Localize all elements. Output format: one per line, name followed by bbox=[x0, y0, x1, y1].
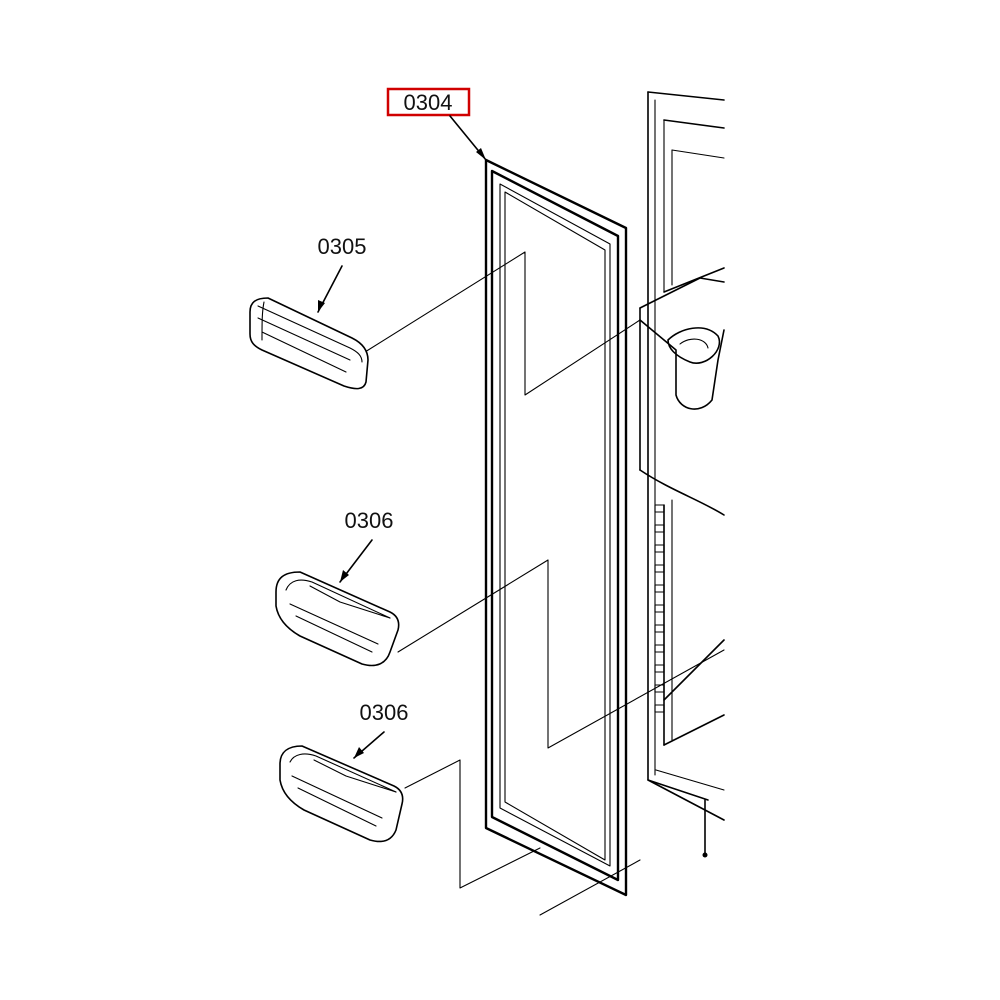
callout-0306-bottom: 0306 bbox=[353, 700, 409, 759]
refrigerator-cabinet bbox=[639, 91, 725, 858]
assembly-leader-lines bbox=[364, 251, 725, 916]
callout-0304: 0304 bbox=[386, 87, 487, 161]
shelf-studs bbox=[654, 504, 665, 713]
callout-0306-bottom-label: 0306 bbox=[360, 700, 409, 725]
callout-0304-highlight-box bbox=[386, 87, 471, 117]
callout-0304-label: 0304 bbox=[404, 90, 453, 115]
door-bin-middle bbox=[275, 571, 400, 667]
callout-0305-label: 0305 bbox=[318, 234, 367, 259]
callout-0305: 0305 bbox=[317, 234, 367, 313]
door-gasket bbox=[484, 158, 628, 897]
callout-0306-middle: 0306 bbox=[339, 508, 394, 583]
callout-0306-middle-label: 0306 bbox=[345, 508, 394, 533]
door-bin-small bbox=[249, 297, 369, 390]
door-bin-bottom bbox=[279, 745, 404, 843]
